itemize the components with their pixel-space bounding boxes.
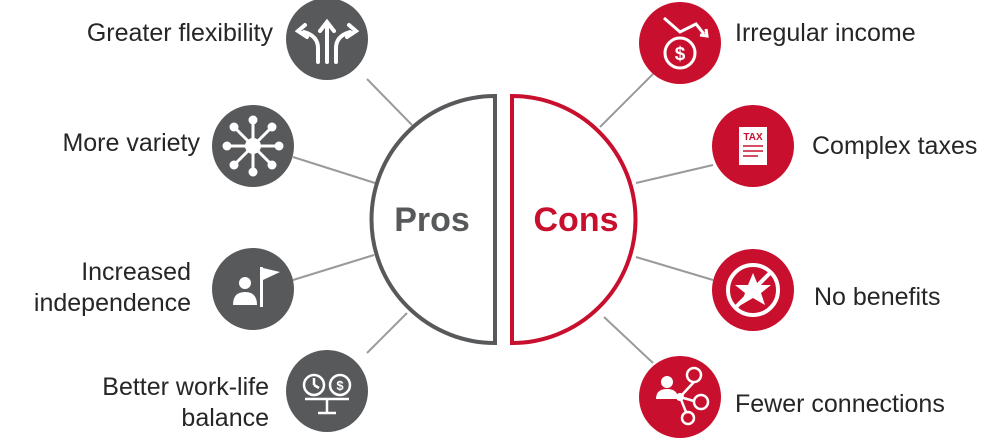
no-star-icon — [712, 249, 794, 331]
diverging-arrows-icon — [286, 0, 368, 80]
person-network-icon — [639, 356, 721, 438]
cons-label-complex-taxes: Complex taxes — [812, 132, 978, 160]
hub-network-icon — [212, 105, 294, 187]
cons-title: Cons — [534, 201, 619, 239]
connector-cons-3 — [635, 256, 714, 281]
dollar-sign: $ — [675, 44, 686, 65]
person-flag-icon — [212, 248, 294, 330]
pros-half-circle — [369, 93, 497, 346]
pros-label-greater-flexibility: Greater flexibility — [86, 19, 273, 47]
svg-text:$: $ — [336, 378, 344, 393]
cons-label-irregular-income: Irregular income — [735, 19, 916, 47]
connector-lines — [292, 73, 714, 364]
connector-cons-1b — [599, 73, 654, 128]
cons-label-fewer-connections: Fewer connections — [735, 390, 945, 418]
pros-label-better-work-life-balance: Better work-life balance — [102, 373, 269, 432]
connector-cons-2 — [635, 164, 714, 184]
tax-form-text: TAX — [743, 132, 763, 143]
cons-label-no-benefits: No benefits — [814, 283, 941, 311]
pros-label-more-variety: More variety — [62, 129, 200, 157]
pros-title: Pros — [394, 201, 470, 239]
connector-pros-1 — [366, 78, 413, 126]
connector-cons-1 — [366, 312, 408, 354]
cons-half-circle — [510, 93, 638, 346]
tax-form-icon: TAX — [712, 105, 794, 187]
connector-cons-4 — [603, 316, 654, 364]
dollar-down-arrow-icon: $ — [639, 2, 721, 84]
clock-dollar-scale-icon: $ — [286, 350, 368, 432]
pros-label-increased-independence: Increased independence — [33, 258, 191, 317]
connector-pros-3 — [292, 254, 375, 281]
connector-pros-2 — [292, 156, 376, 184]
